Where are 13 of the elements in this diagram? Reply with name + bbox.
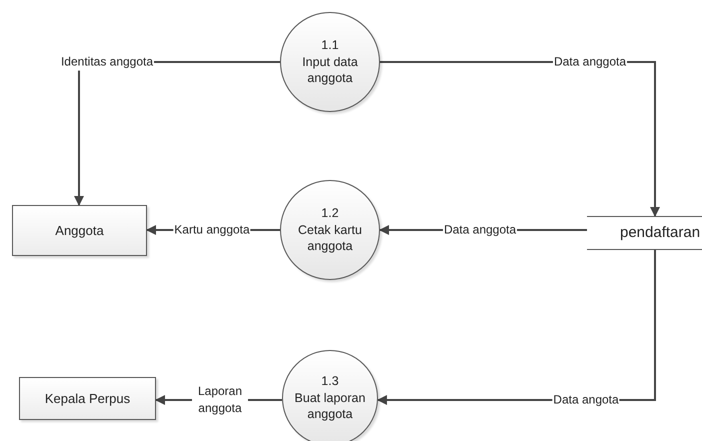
process-name: Buat laporan anggota	[294, 390, 366, 424]
process-number: 1.1	[321, 36, 339, 54]
entity-box	[19, 377, 156, 420]
entity-name: Anggota	[55, 222, 104, 240]
entity-name: Kepala Perpus	[44, 390, 130, 408]
edge-label: Identitas anggota	[60, 54, 154, 70]
process-number: 1.3	[321, 372, 339, 390]
process-name: Cetak kartu anggota	[297, 222, 363, 256]
entity-box	[12, 205, 147, 256]
process-number: 1.2	[321, 204, 339, 222]
data-store	[587, 216, 702, 250]
store-name: pendaftaran	[620, 222, 700, 243]
process-name: Input data anggota	[301, 54, 359, 88]
